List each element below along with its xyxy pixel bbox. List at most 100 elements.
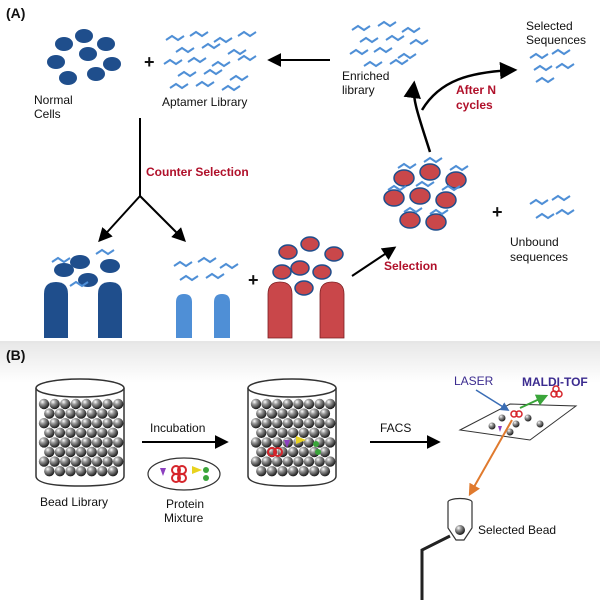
bead — [81, 398, 92, 410]
bead — [49, 398, 60, 410]
bead — [102, 437, 113, 448]
bead — [70, 418, 82, 429]
bead — [54, 427, 66, 438]
protein-mixture-label-1: Protein — [166, 497, 204, 511]
bead — [319, 446, 331, 458]
bead — [65, 446, 76, 458]
bead — [282, 456, 293, 467]
aptamer-strand — [401, 26, 421, 34]
aptamer-strand — [423, 156, 443, 164]
bead — [113, 418, 124, 429]
aptamer-strand — [237, 54, 257, 62]
bead — [277, 408, 288, 419]
bead — [44, 408, 55, 419]
bead — [75, 427, 87, 438]
bead — [91, 398, 103, 410]
bead-library-label: Bead Library — [40, 495, 108, 509]
bead — [65, 408, 76, 419]
aptamer-strand — [551, 48, 571, 56]
bead — [86, 408, 97, 419]
bead — [325, 456, 336, 467]
bead — [261, 456, 272, 467]
bead — [314, 398, 325, 410]
laser-label: LASER — [454, 374, 494, 388]
bead — [59, 398, 71, 410]
aptamer-strand — [175, 46, 195, 54]
aptamer-strand — [409, 38, 429, 46]
selected-bead-label: Selected Bead — [478, 523, 556, 537]
bead — [113, 437, 124, 448]
aptamer-strand — [373, 46, 393, 54]
unbound-sequences-group — [529, 194, 575, 220]
bead — [81, 437, 92, 448]
arrow-to-maldi — [519, 394, 549, 409]
bead — [314, 456, 325, 467]
aptamer-strand — [351, 24, 371, 32]
bead — [261, 418, 272, 429]
bead — [293, 456, 304, 467]
light-blue-tubes — [176, 294, 230, 338]
aptamer-strand — [349, 48, 369, 56]
bead — [298, 408, 309, 419]
bead — [272, 398, 283, 410]
bead — [107, 408, 119, 419]
aptamer-strand — [179, 274, 199, 282]
bead — [86, 427, 97, 438]
arrow-to-selected-bead — [468, 419, 513, 497]
bead — [256, 446, 267, 458]
bead — [325, 418, 336, 429]
bead — [59, 456, 71, 467]
enriched-library-label-1: Enriched — [342, 69, 389, 83]
selected-sequences-label-1: Selected — [526, 19, 573, 33]
unbound-sequences-label-2: sequences — [510, 250, 568, 264]
bead — [287, 466, 299, 477]
selected-sequences-group — [529, 48, 575, 84]
bead — [38, 456, 50, 467]
facs-label: FACS — [380, 421, 411, 435]
bead — [75, 408, 87, 419]
aptamer-strand — [187, 56, 207, 64]
bead — [325, 437, 336, 448]
protein-mixture-label-2: Mixture — [164, 511, 204, 525]
aptamer-strand — [173, 260, 193, 268]
bead — [97, 408, 108, 419]
bead — [86, 446, 97, 458]
bead — [256, 427, 267, 438]
protein-mixture-container — [147, 457, 221, 491]
bead — [86, 466, 97, 477]
after-n-cycles-label-1: After N — [456, 83, 496, 97]
bead — [272, 437, 283, 448]
counter-bound-cells — [54, 255, 120, 287]
bead — [44, 427, 55, 438]
plus-sign-3: + — [492, 202, 503, 222]
bead — [65, 427, 76, 438]
bead — [59, 418, 71, 429]
bead — [75, 466, 87, 477]
aptamer-strand — [197, 256, 217, 264]
bound-aptamers-group — [387, 156, 469, 216]
bead — [70, 398, 82, 410]
bead — [102, 398, 113, 410]
counter-bound-sequences — [51, 248, 115, 288]
normal-cells-label-2: Cells — [34, 107, 61, 121]
aptamer-strand — [195, 80, 215, 88]
aptamer-strand — [441, 184, 461, 192]
bead — [266, 466, 278, 477]
aptamer-strand — [385, 34, 405, 42]
aptamer-strand — [551, 194, 571, 202]
bead — [319, 427, 331, 438]
aptamer-strand — [555, 208, 575, 216]
aptamer-strand — [387, 184, 407, 192]
arrow-counter-left — [98, 195, 141, 243]
aptamer-strand — [201, 42, 221, 50]
bead — [97, 466, 108, 477]
bead — [325, 398, 336, 410]
target-cells-group — [272, 236, 344, 296]
bead — [250, 418, 262, 429]
enriched-library-label-2: library — [342, 83, 375, 97]
bead — [303, 398, 315, 410]
bead — [107, 427, 119, 438]
aptamer-library-label: Aptamer Library — [162, 95, 247, 109]
bead — [250, 456, 262, 467]
